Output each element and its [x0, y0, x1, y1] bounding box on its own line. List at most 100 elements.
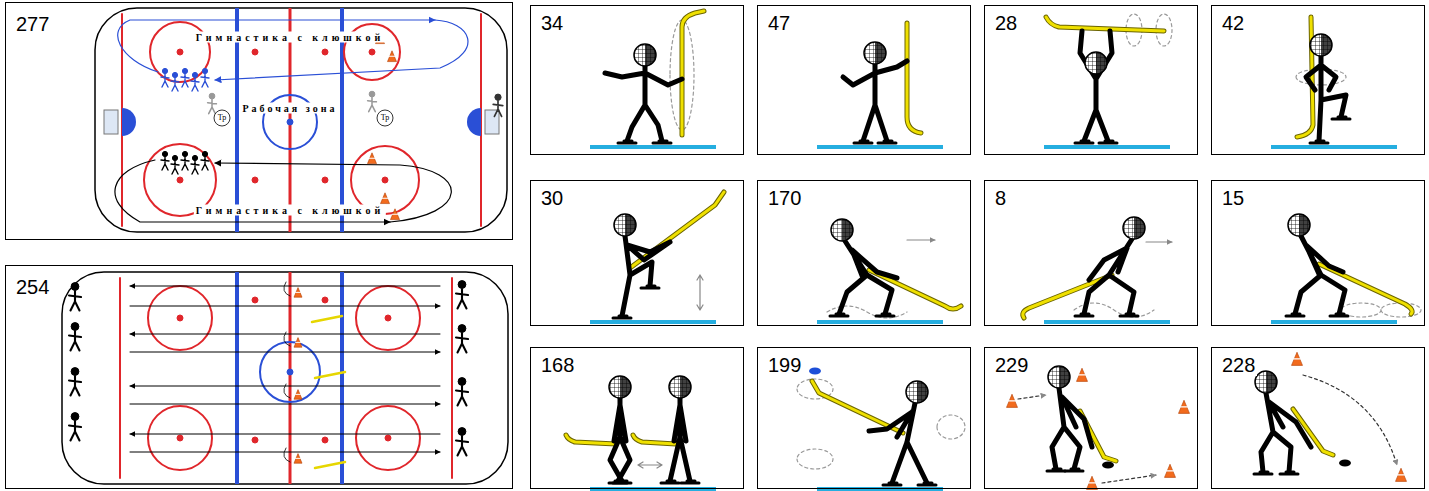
stroke: [456, 436, 468, 456]
circle-mark: [252, 297, 258, 303]
stroke: [907, 23, 921, 133]
circle-mark: [192, 155, 197, 160]
stroke: [613, 481, 631, 483]
stroke: [315, 462, 345, 468]
stroke: [641, 286, 659, 288]
stroke: [1398, 474, 1405, 475]
stroke: [610, 398, 690, 481]
stroke: [451, 278, 453, 478]
exercise-panel: 228: [1211, 347, 1425, 489]
stroke: [208, 99, 217, 113]
circle-mark: [71, 413, 79, 421]
stroke: [161, 157, 169, 170]
cone-symbol: [381, 193, 390, 204]
exercise-panel: 168: [530, 347, 744, 489]
stroke: [119, 278, 121, 478]
exercise-panel: 8: [984, 180, 1198, 326]
helmet-shade: [625, 214, 636, 236]
stroke: [1181, 406, 1188, 407]
stroke: [1044, 320, 1170, 324]
stroke: [830, 314, 848, 316]
callout-number: 170: [766, 187, 803, 209]
stroke: [682, 11, 704, 135]
stroke: [382, 198, 387, 199]
helmet-shade: [842, 219, 853, 241]
stroke: [1146, 241, 1172, 242]
stroke: [1046, 17, 1164, 31]
stroke: [1295, 236, 1345, 314]
helmet-shade: [680, 376, 691, 398]
exercise-panel: 28: [984, 5, 1198, 155]
circle-mark: [287, 369, 293, 375]
circle-mark: [369, 91, 375, 97]
rink-254: [62, 272, 508, 484]
stroke: [1319, 264, 1412, 314]
stroke: [130, 434, 440, 435]
circle-mark: [202, 151, 207, 156]
stroke: [1052, 388, 1092, 469]
circle-mark: [71, 283, 79, 291]
stroke: [854, 141, 872, 143]
stroke: [1332, 117, 1350, 119]
stroke: [1167, 470, 1174, 471]
helmet-shade: [620, 376, 631, 398]
helmet-shade: [1299, 214, 1310, 236]
stroke: [613, 316, 631, 318]
circle-mark: [377, 110, 393, 126]
stroke: [1271, 320, 1397, 324]
stroke: [69, 421, 81, 441]
exercise-figure: [797, 368, 965, 490]
circle-mark: [177, 49, 183, 55]
stroke: [605, 66, 682, 141]
helmet-head: [634, 44, 656, 66]
stroke: [191, 161, 199, 174]
stroke: [630, 192, 724, 268]
goal-crease: [122, 108, 136, 136]
stroke: [843, 61, 907, 141]
goal-net: [485, 110, 499, 134]
stroke: [1084, 239, 1134, 314]
callout-number: 277: [14, 13, 51, 35]
stroke: [315, 372, 345, 378]
cone-symbol: [294, 390, 302, 400]
stroke: [869, 403, 927, 483]
stroke: [878, 141, 896, 143]
stroke: [1075, 314, 1093, 316]
circle-mark: [209, 93, 215, 99]
helmet-head: [864, 42, 886, 64]
helmet-head: [1255, 371, 1277, 393]
exercise-figure: [590, 11, 716, 147]
cone-symbol: [1396, 468, 1407, 481]
stroke: [392, 214, 397, 215]
cone-symbol: [1179, 400, 1190, 413]
circle-mark: [322, 49, 328, 55]
stroke: [115, 160, 390, 222]
stroke: [296, 394, 301, 395]
stroke: [1319, 264, 1412, 314]
stroke: [1306, 56, 1346, 141]
rink-drawings: [62, 8, 508, 484]
helmet-head: [614, 214, 636, 236]
circle-mark: [214, 110, 230, 126]
rink-boards: [62, 272, 508, 484]
stroke: [130, 306, 440, 307]
circle-mark: [71, 323, 79, 331]
cone-symbol: [391, 209, 400, 220]
circle-mark: [252, 177, 258, 183]
stroke: [1046, 17, 1164, 31]
exercise-figure: [1254, 352, 1407, 481]
stroke: [937, 415, 965, 439]
circle-mark: [458, 378, 466, 386]
stroke: [130, 286, 440, 287]
stroke: [817, 487, 943, 491]
circle-mark: [322, 177, 328, 183]
circle-mark: [385, 315, 391, 321]
helmet-shade: [917, 381, 928, 403]
circle-mark: [252, 437, 258, 443]
goal-crease: [467, 108, 481, 136]
zone-label: Рабочая зона: [241, 103, 340, 114]
stroke: [661, 481, 679, 483]
stroke: [1047, 469, 1065, 471]
circle-mark: [71, 368, 79, 376]
circle-mark: [495, 94, 501, 100]
